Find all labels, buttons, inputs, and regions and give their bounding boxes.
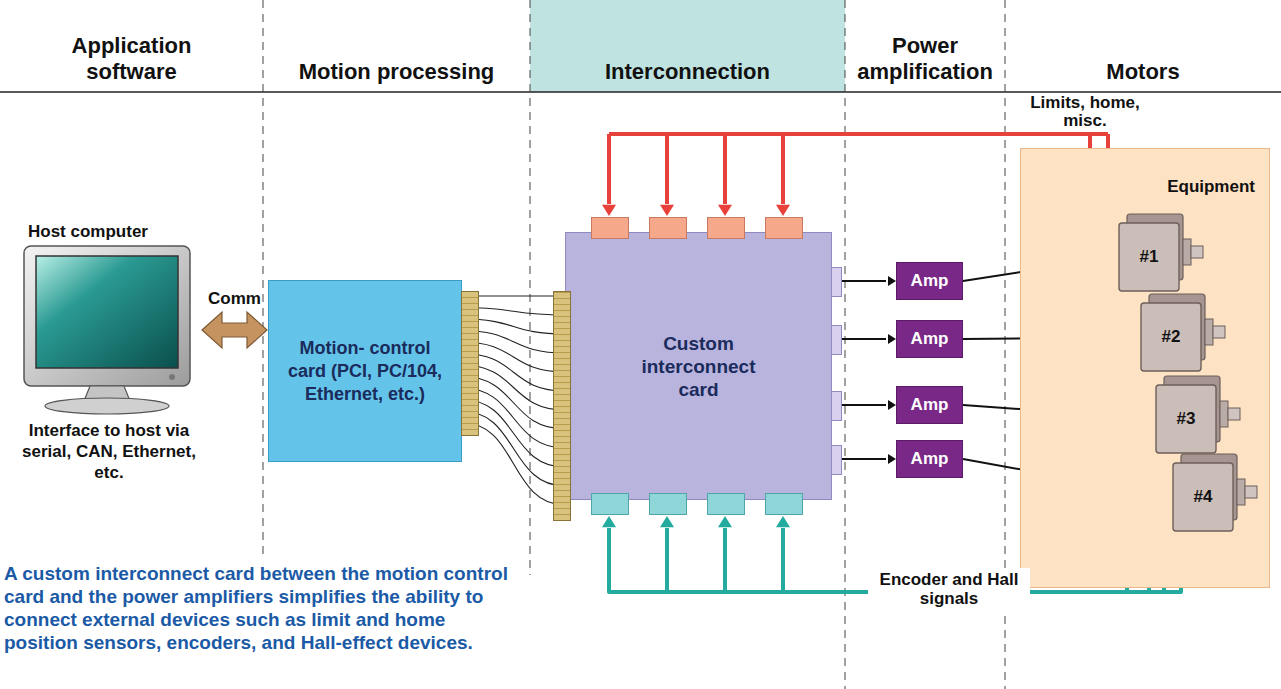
- arrowhead: [718, 516, 732, 527]
- amp-output-connector: [831, 445, 842, 475]
- motion-control-card: Motion- control card (PCI, PC/104, Ether…: [268, 280, 462, 462]
- monitor-holder: [18, 242, 200, 420]
- amp-output-connector: [831, 325, 842, 355]
- amplifier-box: Amp: [896, 440, 963, 478]
- panel-heading: Equipment: [1021, 177, 1255, 197]
- limit-input-connector: [765, 217, 803, 239]
- caption: A custom interconnect card between the m…: [4, 562, 524, 654]
- limit-input-connector: [591, 217, 629, 239]
- encoder-input-connector: [591, 493, 629, 515]
- edge-label: Encoder and Hall signals: [868, 568, 1030, 610]
- amp-label: Amp: [911, 449, 949, 469]
- edge-label: Comm: [195, 289, 275, 308]
- amp-label: Amp: [911, 271, 949, 291]
- connector: [202, 312, 267, 348]
- arrowhead: [888, 400, 896, 410]
- encoder-input-connector: [707, 493, 745, 515]
- column-cell: Motors: [1005, 0, 1281, 92]
- amp-label: Amp: [911, 395, 949, 415]
- card-label: Custom interconnect card: [624, 332, 774, 401]
- limit-sensor-wires: [1084, 134, 1114, 324]
- column-heading: Motors: [1106, 59, 1179, 85]
- encoder-input-connector: [649, 493, 687, 515]
- callout-number: #1: [1140, 247, 1159, 267]
- header-rule: [0, 91, 1281, 93]
- card-label: Motion- control card (PCI, PC/104, Ether…: [285, 337, 445, 406]
- limit-input-connector: [649, 217, 687, 239]
- ribbon-connector: [553, 291, 571, 521]
- host-computer: Host computerInterface to host via seria…: [18, 222, 200, 483]
- amplifier-box: Amp: [896, 386, 963, 424]
- column-heading: Application software: [57, 33, 207, 85]
- connector-line: [1090, 132, 1108, 136]
- arrowhead: [602, 205, 616, 216]
- motor-box: #4: [1173, 463, 1233, 531]
- connector-line: [723, 134, 727, 204]
- motor-box: #3: [1156, 385, 1216, 453]
- arrowhead: [776, 516, 790, 527]
- arrowhead: [660, 516, 674, 527]
- header-band: [530, 0, 845, 92]
- column-cell: Power amplification: [845, 0, 1005, 92]
- arrowhead: [888, 334, 896, 344]
- callout-number: #2: [1162, 327, 1181, 347]
- limit-input-connector: [707, 217, 745, 239]
- edge-label: Limits, home, misc.: [1010, 94, 1160, 130]
- node-note: Interface to host via serial, CAN, Ether…: [18, 420, 200, 483]
- column-cell: Application software: [0, 0, 263, 92]
- arrowhead: [602, 516, 616, 527]
- arrowhead: [660, 205, 674, 216]
- ribbon-connector: [461, 291, 479, 436]
- node-heading: Host computer: [28, 222, 200, 242]
- arrowhead: [888, 276, 896, 286]
- connector-line: [781, 134, 785, 204]
- connector-line: [607, 134, 611, 204]
- amp-label: Amp: [911, 329, 949, 349]
- amplifier-box: Amp: [896, 262, 963, 300]
- amp-output-connector: [831, 391, 842, 421]
- column-heading: Interconnection: [605, 59, 770, 85]
- column-cell: Interconnection: [530, 0, 845, 92]
- encoder-input-connector: [765, 493, 803, 515]
- column-cell: Motion processing: [263, 0, 530, 92]
- equipment-panel: Equipment #1 #2 #3 #4: [1020, 148, 1270, 588]
- callout-number: #3: [1177, 409, 1196, 429]
- motor-box: #2: [1141, 303, 1201, 371]
- amp-output-connector: [831, 267, 842, 297]
- column-heading: Motion processing: [299, 59, 495, 85]
- interconnect-card: Custom interconnect card: [565, 232, 832, 500]
- connector-line: [665, 134, 669, 204]
- arrowhead: [888, 454, 896, 464]
- connector-line: [609, 134, 1090, 148]
- motor-box: #1: [1119, 223, 1179, 291]
- arrowhead: [718, 205, 732, 216]
- arrowhead: [776, 205, 790, 216]
- callout-number: #4: [1194, 487, 1213, 507]
- computer-monitor: [22, 244, 192, 416]
- amplifier-box: Amp: [896, 320, 963, 358]
- column-heading: Power amplification: [850, 33, 1000, 85]
- comm-arrow: [202, 312, 267, 348]
